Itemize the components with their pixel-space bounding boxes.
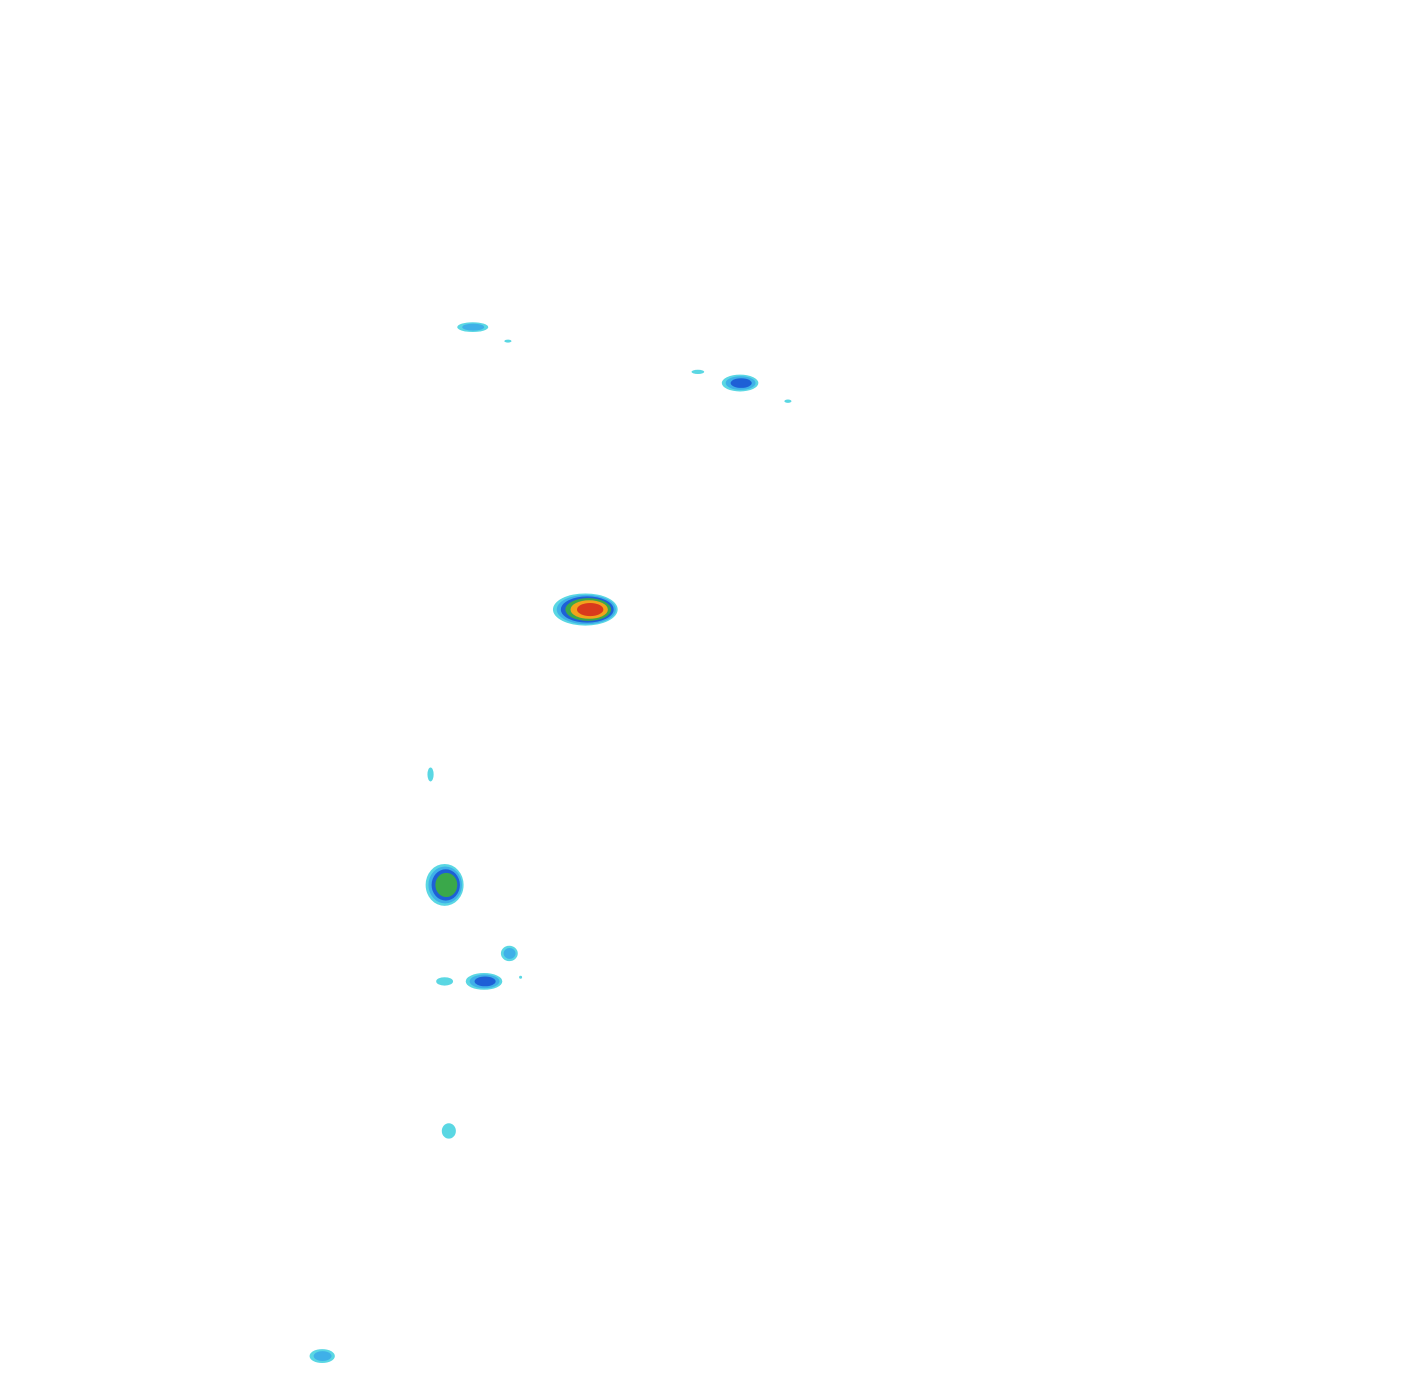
contour-blob-b2	[504, 339, 512, 343]
contour-level-1-b2	[504, 339, 512, 343]
contour-blob-b12	[519, 975, 523, 979]
contour-level-1-b7	[427, 767, 434, 782]
contour-blob-b8	[425, 863, 464, 906]
contour-blob-b13	[441, 1123, 456, 1139]
contour-blob-b6	[552, 593, 618, 626]
contour-level-1-b12	[519, 975, 523, 979]
contour-blob-b5	[784, 399, 792, 403]
contour-blob-b10	[465, 973, 503, 990]
contour-blob-b1	[457, 322, 489, 333]
contour-level-4-b8	[435, 872, 458, 898]
contour-blob-b11	[436, 977, 454, 986]
contour-blob-b7	[427, 767, 434, 782]
contour-blob-b4	[721, 374, 759, 392]
contour-level-2-b1	[462, 323, 485, 331]
contour-blob-b3	[691, 369, 705, 374]
contour-blob-layer	[309, 322, 792, 1364]
contour-blob-b9	[500, 945, 518, 962]
contour-level-2-b14	[313, 1351, 332, 1362]
contour-blob-b14	[309, 1349, 335, 1364]
contour-level-1-b5	[784, 399, 792, 403]
contour-level-1-b13	[441, 1123, 456, 1139]
contour-level-1-b3	[691, 369, 705, 374]
contour-level-6-b6	[576, 602, 604, 617]
contour-level-1-b11	[436, 977, 454, 986]
contour-level-3-b10	[474, 976, 496, 987]
contour-level-2-b9	[503, 947, 516, 959]
contour-level-3-b4	[730, 378, 752, 388]
